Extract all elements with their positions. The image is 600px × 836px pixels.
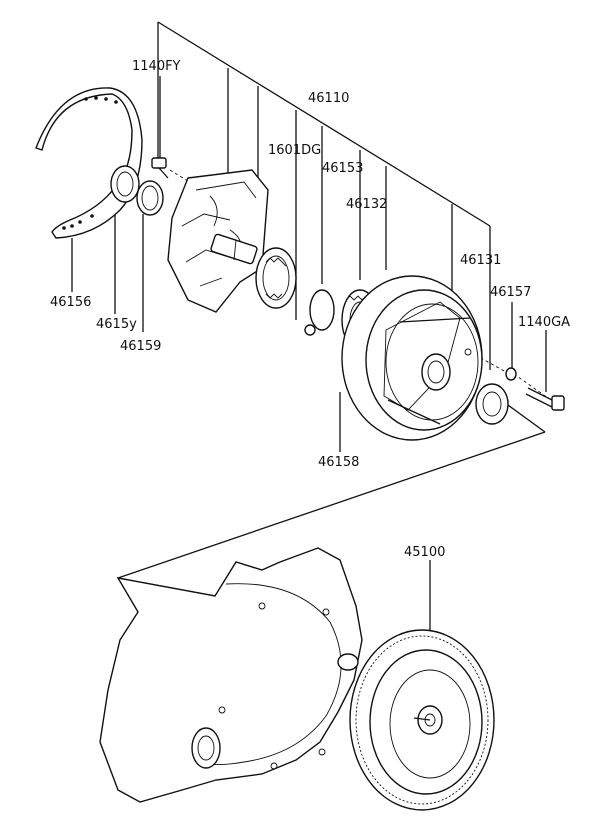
seal-ring-46159	[136, 180, 164, 216]
label-1601dg: 1601DG	[268, 143, 321, 158]
stator-support-plate	[167, 169, 269, 313]
label-46153: 46153	[322, 161, 363, 176]
torque-converter-45100	[349, 629, 495, 811]
gasket-ring-46156	[35, 87, 143, 239]
label-46132: 46132	[346, 197, 387, 212]
o-ring-1601dg	[304, 324, 316, 336]
label-1140fy: 1140FY	[132, 59, 181, 74]
label-46158: 46158	[318, 455, 359, 470]
label-46156: 46156	[50, 295, 91, 310]
outer-gear-ring	[255, 247, 297, 309]
oil-seal-46158	[475, 383, 509, 425]
washer-46157	[505, 367, 517, 381]
label-1140ga: 1140GA	[518, 315, 570, 330]
label-45100: 45100	[404, 545, 445, 560]
bolt-1140fy	[151, 157, 169, 179]
label-46110: 46110	[308, 91, 349, 106]
oil-seal-4615y	[110, 165, 140, 203]
transmission-case	[99, 547, 363, 803]
label-46159: 46159	[120, 339, 161, 354]
leader-lines	[71, 21, 549, 636]
label-46157: 46157	[490, 285, 531, 300]
ring-46153	[309, 289, 335, 331]
part-labels: 1140FY 46110 1601DG 46153 46132 46131 46…	[50, 59, 570, 560]
label-4615y: 4615у	[96, 317, 137, 332]
pump-housing-46131	[341, 275, 483, 441]
bolt-1140ga	[525, 387, 565, 411]
label-46131: 46131	[460, 253, 501, 268]
